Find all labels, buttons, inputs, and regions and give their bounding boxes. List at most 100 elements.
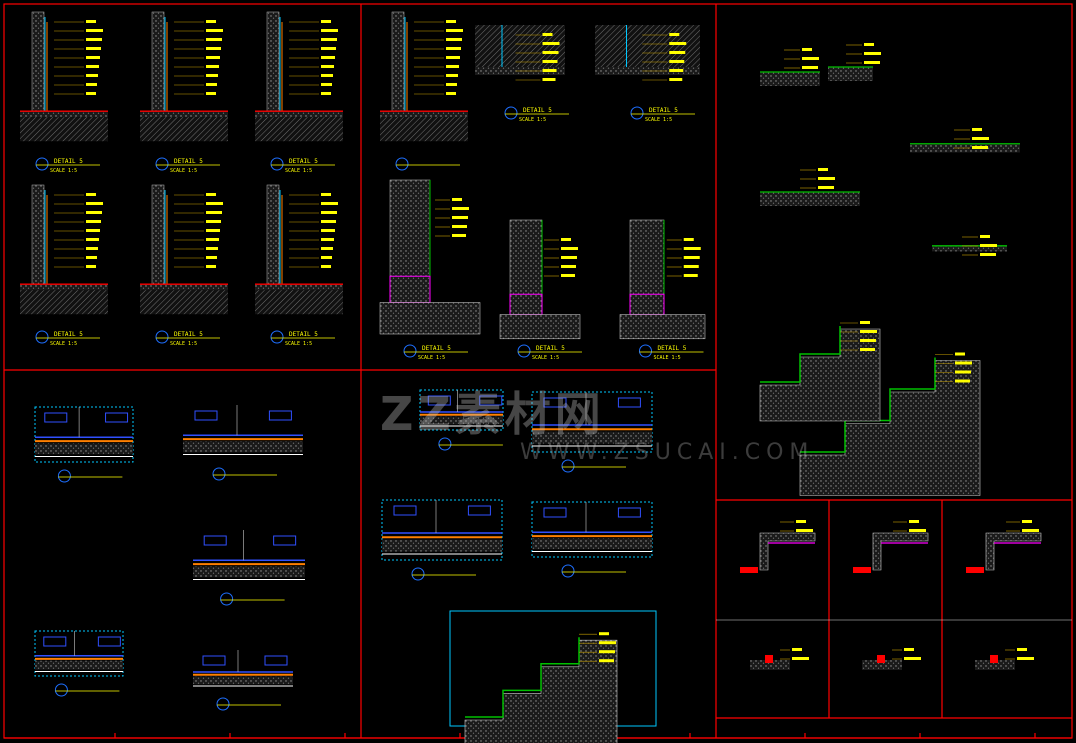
annotation-text [683, 238, 694, 241]
annotation-text [542, 69, 557, 72]
detail-marker-icon [216, 697, 230, 711]
detail-boundary [381, 499, 503, 561]
annotation-text [86, 256, 97, 259]
annotation-text [206, 38, 222, 41]
detail-boundary [34, 630, 124, 677]
annotation-text [321, 65, 334, 68]
slab [35, 443, 133, 455]
wall-base-detail [380, 11, 468, 171]
detail-title: DETAIL 5 [54, 331, 83, 338]
ground-hatch [255, 117, 343, 142]
annotation-text [561, 238, 571, 241]
detail-boundary [531, 391, 653, 453]
wall-section [266, 11, 280, 112]
annotation-text [792, 657, 809, 660]
callout-box [97, 636, 121, 647]
stair-finish [760, 326, 841, 383]
detail-scale: SCALE 1:5 [645, 117, 672, 123]
detail-scale: SCALE 1:5 [170, 341, 197, 347]
annotation-text [321, 211, 337, 214]
annotation-text [206, 56, 220, 59]
annotation-text [1017, 648, 1027, 651]
annotation-text [792, 648, 802, 651]
joint-detail [750, 648, 809, 670]
annotation-text [669, 69, 684, 72]
annotation-text [86, 92, 96, 95]
annotation-text [446, 38, 462, 41]
annotation-text [599, 641, 616, 645]
callout-box [617, 397, 641, 408]
column-section [629, 219, 665, 315]
detail-scale: SCALE 1:5 [170, 168, 197, 174]
small-detail [760, 48, 820, 86]
annotation-text [86, 83, 97, 86]
annotation-text [909, 529, 926, 532]
annotation-text [542, 60, 558, 63]
slab [193, 566, 305, 578]
annotation-text [980, 235, 990, 238]
annotation-text [321, 193, 331, 196]
detail-marker-icon [403, 344, 417, 358]
slab [420, 416, 503, 425]
detail-marker-icon [57, 469, 71, 483]
slab [932, 245, 1007, 252]
annotation-text [321, 56, 335, 59]
detail-marker-icon [561, 564, 575, 578]
detail-scale: SCALE 1:5 [50, 341, 77, 347]
annotation-text [86, 211, 102, 214]
corner-section [985, 532, 1042, 571]
annotation-text [321, 83, 332, 86]
annotation-text [206, 29, 223, 32]
slab [382, 539, 502, 552]
callout-box [194, 410, 218, 421]
annotation-text [446, 92, 456, 95]
annotation-text [321, 229, 335, 232]
floor-detail [193, 530, 305, 606]
detail-title: DETAIL 5 [523, 107, 552, 114]
stair-detail-large [799, 352, 981, 496]
annotation-text [446, 56, 460, 59]
slab [532, 431, 652, 444]
annotation-text [561, 256, 577, 259]
annotation-text [864, 61, 880, 64]
annotation-text [321, 202, 338, 205]
stair-finish [800, 357, 936, 453]
annotation-text [669, 78, 683, 81]
annotation-text [452, 216, 468, 219]
floor-detail [531, 391, 653, 473]
floor-detail [381, 499, 503, 581]
callout-box [44, 412, 68, 423]
detail-marker-icon [639, 344, 652, 358]
annotation-text [904, 657, 921, 660]
ground-hatch [380, 117, 468, 142]
annotation-text [206, 74, 218, 77]
column-section [509, 219, 543, 315]
callout-box [105, 412, 129, 423]
ground-hatch [140, 290, 228, 315]
callout-box [393, 505, 417, 516]
floor-detail [34, 406, 134, 483]
slab [193, 676, 293, 685]
annotation-text [86, 47, 101, 50]
annotation-text [86, 265, 96, 268]
corner-detail [740, 520, 816, 573]
annotation-text [818, 168, 828, 171]
annotation-text [86, 238, 99, 241]
detail-boundary [531, 501, 653, 558]
annotation-text [86, 20, 96, 23]
annotation-text [972, 128, 982, 131]
floor-slab [140, 111, 228, 118]
annotation-text [86, 229, 100, 232]
foundation [379, 302, 481, 335]
annotation-text [86, 247, 98, 250]
annotation-text [972, 137, 989, 140]
foundation [619, 314, 706, 340]
annotation-text [980, 253, 996, 256]
annotation-text [683, 274, 698, 277]
annotation-text [860, 348, 875, 351]
annotation-text [669, 60, 685, 63]
ground-hatch [255, 290, 343, 315]
